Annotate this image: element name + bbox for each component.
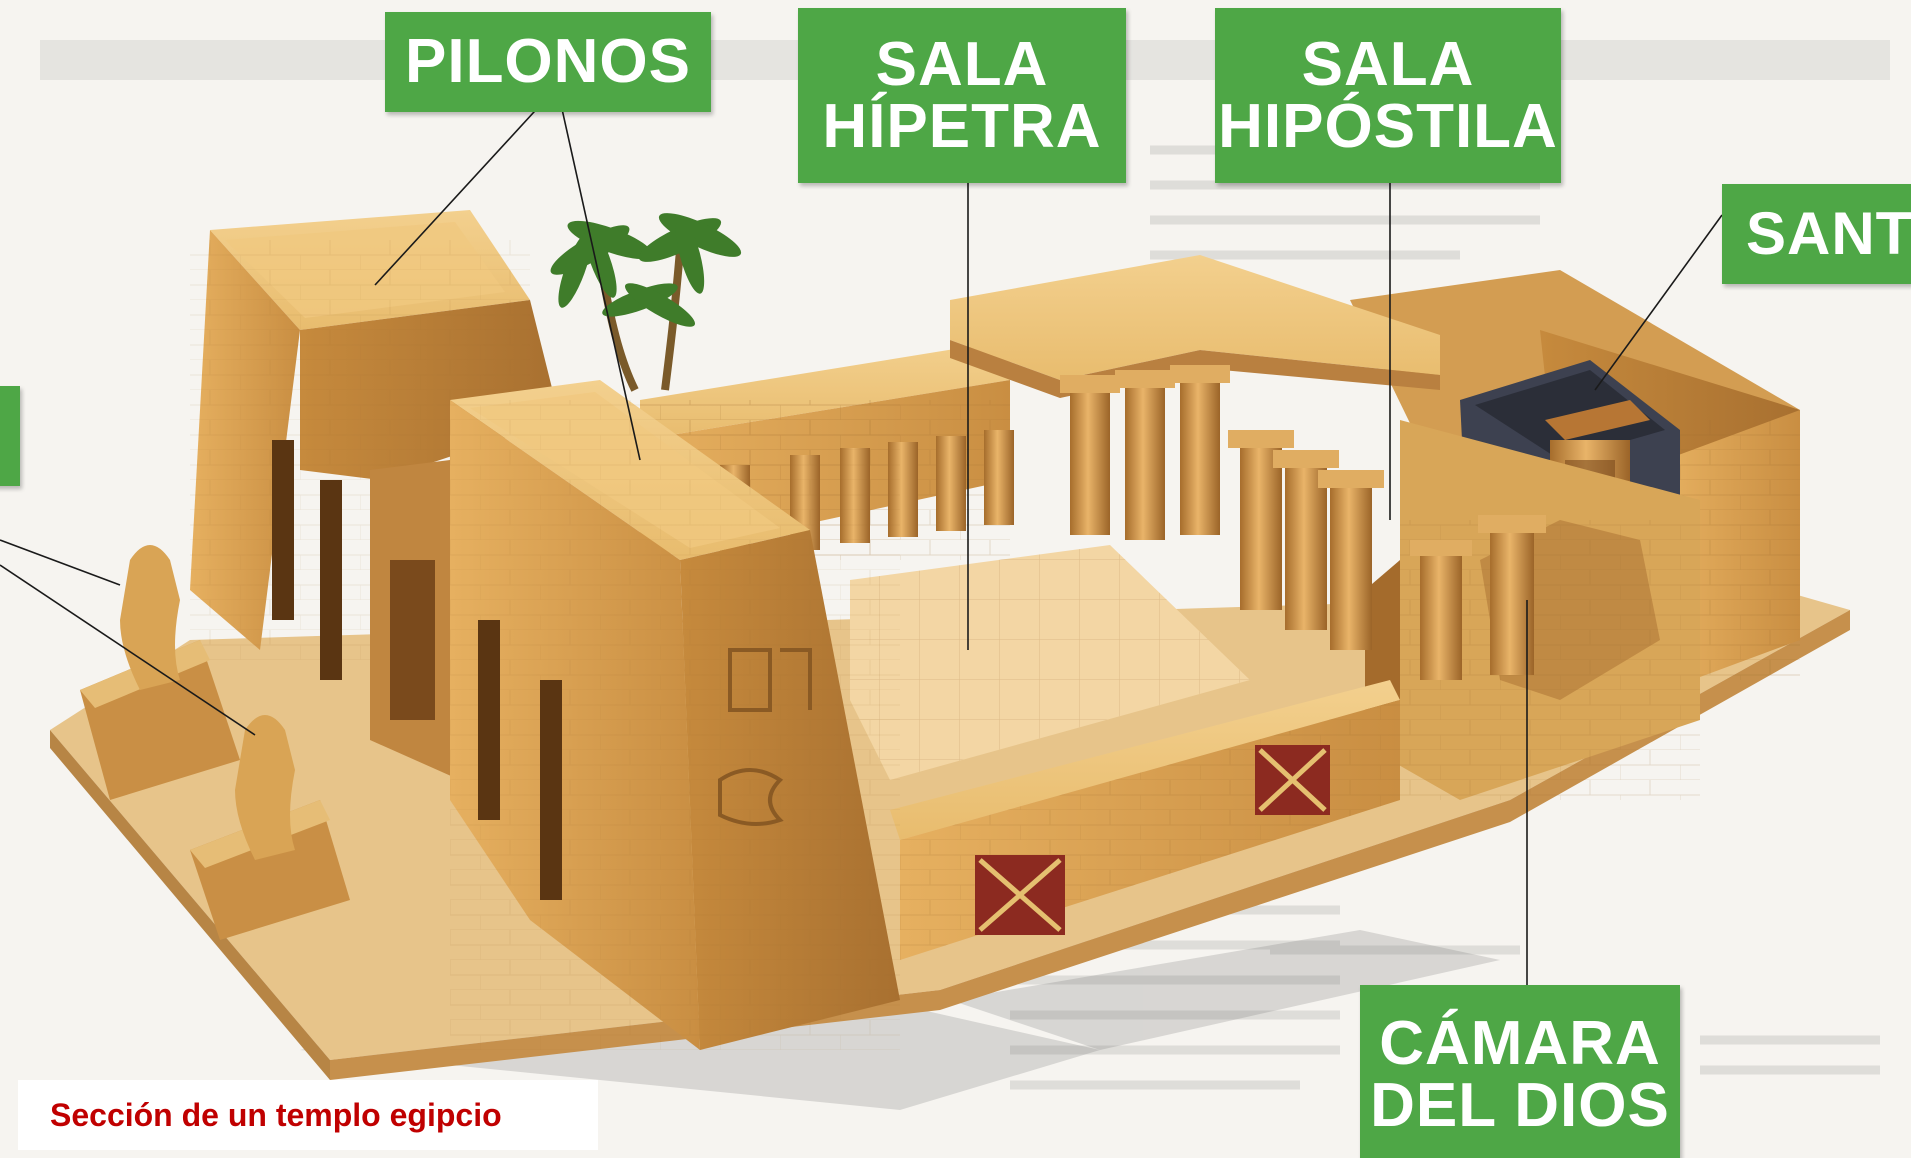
caption-text: Sección de un templo egipcio (50, 1096, 502, 1133)
hypostyle-columns (1060, 365, 1546, 680)
label-santuario: SANTU (1722, 184, 1911, 284)
seated-statues (80, 545, 350, 940)
palm-trees (550, 213, 742, 392)
courtyard-front-wall (890, 680, 1400, 960)
label-sala-hipostila-line1: SALA (1301, 29, 1475, 99)
label-camara-line1: CÁMARA (1379, 1009, 1661, 1078)
pylon-left (190, 210, 560, 680)
label-sala-hipostila: SALA HIPÓSTILA (1215, 8, 1561, 183)
label-sala-hipetra-line2: HÍPETRA (822, 91, 1102, 161)
caption: Sección de un templo egipcio (18, 1080, 598, 1150)
label-pilonos-text: PILONOS (404, 27, 692, 96)
label-cut-off-left (0, 386, 20, 486)
label-pilonos: PILONOS (385, 12, 711, 112)
pylon-right (450, 380, 900, 1050)
label-camara-line2: DEL DIOS (1370, 1071, 1670, 1140)
gateway (370, 460, 460, 780)
label-sala-hipetra: SALA HÍPETRA (798, 8, 1126, 183)
label-santuario-text: SANTU (1746, 200, 1911, 267)
courtyard-floor (850, 545, 1250, 780)
label-sala-hipostila-line2: HIPÓSTILA (1218, 91, 1558, 161)
leader-lines (0, 99, 1723, 985)
label-sala-hipetra-line1: SALA (875, 29, 1049, 99)
label-camara-del-dios: CÁMARA DEL DIOS (1360, 985, 1680, 1158)
